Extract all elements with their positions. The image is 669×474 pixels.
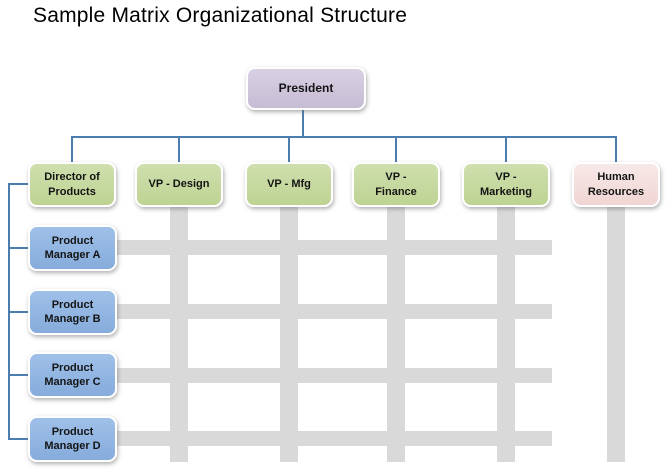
node-product-manager-c[interactable]: Product Manager C <box>28 352 117 398</box>
node-label: Human Resources <box>587 171 645 198</box>
connector-stub-manager-b <box>8 311 28 313</box>
connector-stub-manager-a <box>8 247 28 249</box>
matrix-column-bar-marketing <box>497 204 515 462</box>
node-president[interactable]: President <box>246 67 366 110</box>
connector-trunk <box>71 136 617 138</box>
connector-stub-marketing <box>505 136 507 163</box>
connector-stub-hr <box>615 136 617 163</box>
connector-president-stub <box>302 110 304 137</box>
matrix-row-bar-c <box>113 368 552 383</box>
node-vp-design[interactable]: VP - Design <box>135 162 223 207</box>
connector-stub-manager-d <box>8 438 28 440</box>
matrix-row-bar-a <box>113 240 552 255</box>
node-label: VP - Mfg <box>267 178 311 191</box>
node-product-manager-d[interactable]: Product Manager D <box>28 416 117 462</box>
node-product-manager-b[interactable]: Product Manager B <box>28 289 117 335</box>
matrix-column-bar-mfg <box>280 204 298 462</box>
matrix-column-bar-design <box>170 204 188 462</box>
node-label: Product Manager B <box>44 298 101 325</box>
connector-stub-director <box>71 136 73 163</box>
connector-director-elbow <box>8 183 28 185</box>
node-product-manager-a[interactable]: Product Manager A <box>28 225 117 271</box>
node-label: VP - Finance <box>375 171 417 198</box>
node-label: VP - Design <box>148 178 210 191</box>
node-director-of-products[interactable]: Director of Products <box>28 162 116 207</box>
node-vp-marketing[interactable]: VP - Marketing <box>462 162 550 207</box>
matrix-column-bar-hr <box>607 204 625 462</box>
connector-stub-design <box>178 136 180 163</box>
node-label: VP - Marketing <box>480 171 532 198</box>
matrix-row-bar-d <box>113 431 552 446</box>
node-label: Product Manager D <box>44 425 101 452</box>
node-label: Product Manager A <box>44 234 101 261</box>
connector-stub-mfg <box>288 136 290 163</box>
node-vp-mfg[interactable]: VP - Mfg <box>245 162 333 207</box>
node-label: Product Manager C <box>44 361 101 388</box>
page-title: Sample Matrix Organizational Structure <box>33 4 408 27</box>
node-human-resources[interactable]: Human Resources <box>572 162 660 207</box>
connector-stub-manager-c <box>8 374 28 376</box>
matrix-row-bar-b <box>113 304 552 319</box>
node-vp-finance[interactable]: VP - Finance <box>352 162 440 207</box>
node-label: Director of Products <box>44 171 100 198</box>
connector-stub-finance <box>395 136 397 163</box>
matrix-column-bar-finance <box>387 204 405 462</box>
node-label: President <box>278 80 334 95</box>
